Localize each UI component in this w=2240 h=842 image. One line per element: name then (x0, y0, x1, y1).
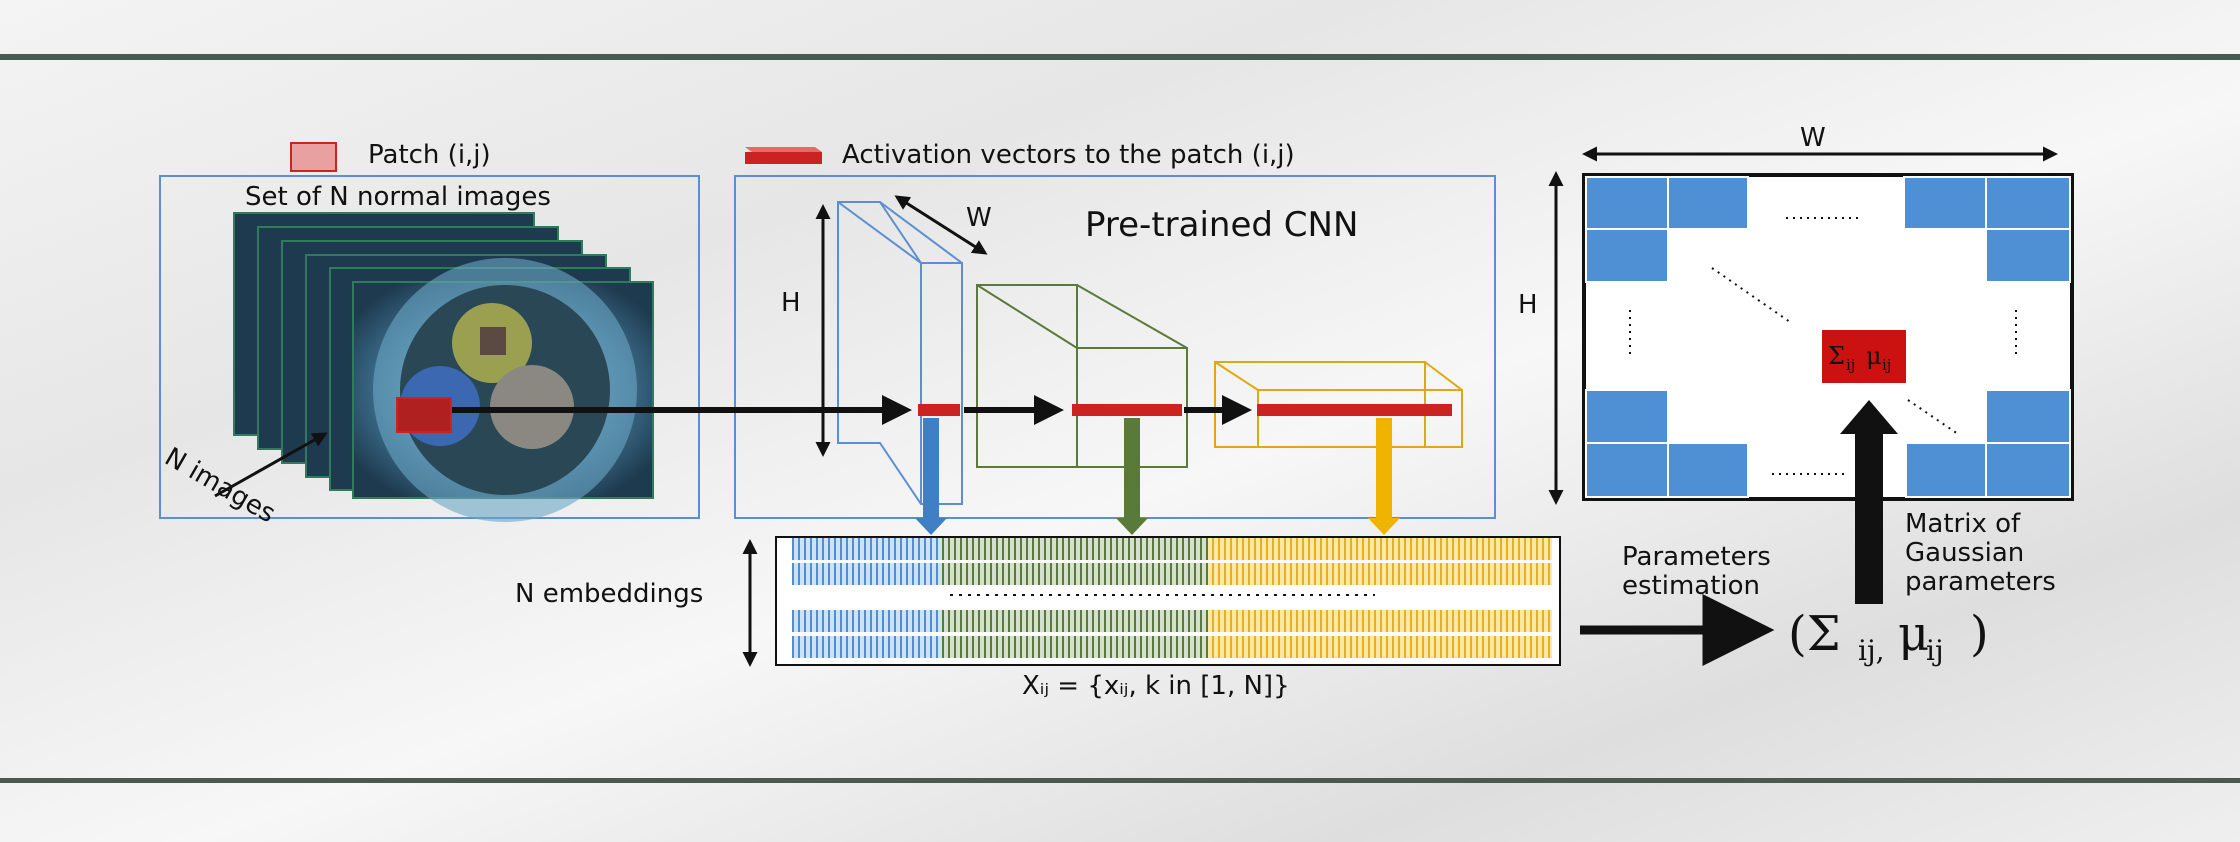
svg-text:μ: μ (1866, 342, 1882, 370)
matrix-caption-3: parameters (1905, 567, 2056, 597)
embeddings-formula: Xᵢⱼ = {xᵢⱼ, k in [1, N]} (1022, 671, 1290, 701)
gaussian-matrix: W H Σ ij μ ij Matrix of Gauss (1518, 123, 2074, 604)
cnn-height-label: H (781, 288, 801, 318)
svg-text:ij: ij (1882, 356, 1891, 374)
svg-text:): ) (1970, 606, 1989, 662)
embeddings-label: N embeddings (515, 579, 703, 609)
svg-text:Σ: Σ (1828, 342, 1845, 370)
embedding-row-3 (792, 610, 1552, 632)
cnn-width-label: W (966, 203, 992, 233)
patch-marker (396, 397, 452, 433)
embedding-row-1 (792, 538, 1552, 560)
estimation-label-1: Parameters (1622, 542, 1771, 572)
activation-bar-1 (918, 404, 960, 416)
cnn-box: Pre-trained CNN H W (452, 175, 1496, 535)
svg-text:ij: ij (1846, 356, 1855, 374)
patch-legend-swatch (290, 142, 337, 172)
legend: Patch (i,j) Activation vectors to the pa… (290, 140, 1295, 172)
matrix-height-label: H (1518, 290, 1538, 320)
svg-text:ij,: ij, (1858, 634, 1885, 667)
images-depth-label: N images (160, 442, 281, 529)
svg-text:ij: ij (1926, 634, 1944, 667)
matrix-caption-2: Gaussian (1905, 538, 2024, 568)
matrix-width-label: W (1800, 123, 1826, 153)
activation-legend-swatch (745, 147, 822, 164)
svg-text:μ: μ (1898, 606, 1929, 662)
patch-legend-label: Patch (i,j) (368, 140, 491, 170)
matrix-highlight-cell (1822, 330, 1906, 383)
bottom-rule (0, 778, 2240, 783)
activation-bar-2 (1072, 404, 1182, 416)
svg-text:(Σ: (Σ (1788, 606, 1841, 662)
estimation-label-2: estimation (1622, 571, 1760, 601)
activation-legend-label: Activation vectors to the patch (i,j) (842, 140, 1295, 170)
images-box-title: Set of N normal images (245, 182, 551, 212)
top-rule (0, 54, 2240, 60)
embedding-row-4 (792, 636, 1552, 658)
cnn-layer-2 (976, 284, 1188, 468)
gaussian-params-result: (Σ ij, μ ij ) (1788, 606, 1989, 667)
matrix-caption-1: Matrix of (1905, 509, 2021, 539)
image-stack (233, 212, 654, 522)
embeddings-block: N embeddings Xᵢⱼ = {xᵢⱼ, k in [1, N]} (515, 536, 1561, 701)
embedding-row-2 (792, 563, 1552, 585)
images-box: Set of N normal images N images (159, 175, 700, 529)
estimation: Parameters estimation (Σ ij, μ ij ) (1580, 542, 1989, 667)
matrix-cells (1585, 176, 2071, 498)
cnn-layer-1 (837, 201, 963, 505)
activation-bar-3 (1257, 404, 1452, 416)
cnn-title: Pre-trained CNN (1085, 205, 1358, 245)
